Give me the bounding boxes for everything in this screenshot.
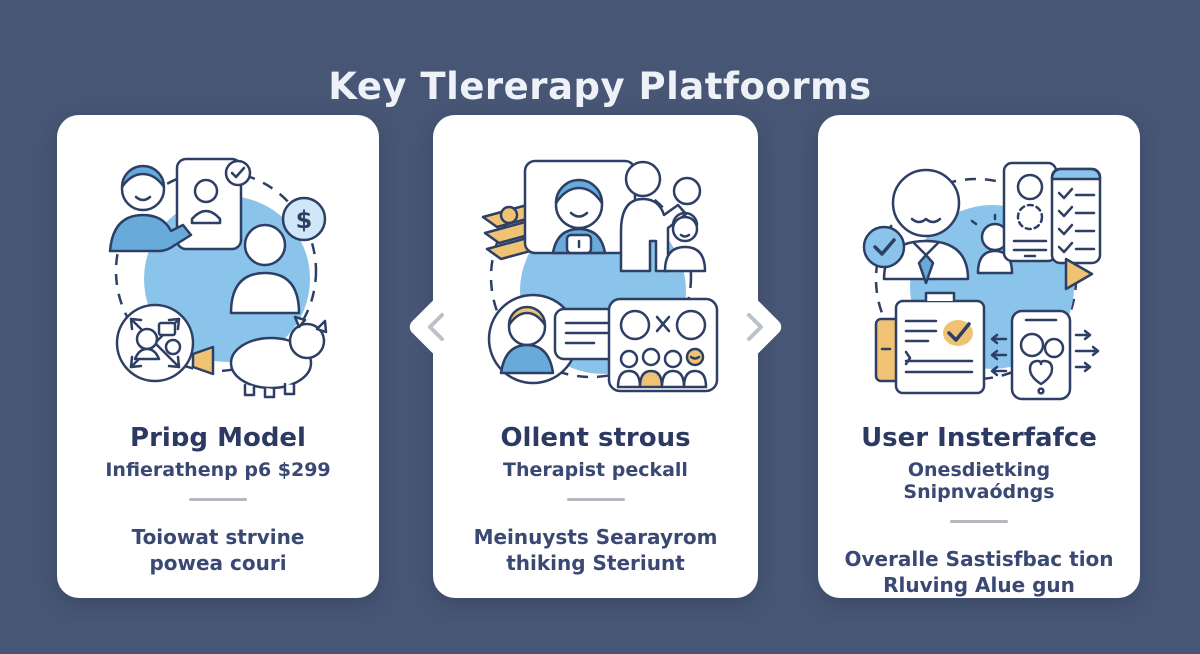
pricing-card-subtitle: Infierathenp p6 $299 [105, 459, 331, 481]
pricing-card-text: Priɒg Model Infierathenp p6 $299 Toiowat… [57, 423, 379, 577]
profile-list-card-icon [1002, 161, 1058, 263]
checklist-card-icon [1050, 167, 1102, 291]
video-session-expand-icon [115, 303, 195, 383]
group-session-panel-icon [607, 297, 718, 393]
divider [566, 498, 625, 501]
client-body-line2: thiking Steriunt [506, 551, 685, 576]
user-interface-illustration [862, 161, 1102, 401]
tablet-profile-icon [175, 157, 252, 251]
app-feedback-phone-icon [990, 309, 1100, 401]
card-pricing-model: $ [57, 115, 379, 598]
client-group-illustration [481, 159, 718, 393]
card-user-interface: User Insterfafce Onesdietking Snipnvaódn… [818, 115, 1140, 598]
chevron-right-icon[interactable] [732, 304, 778, 350]
client-card-title: Ollent strous [500, 423, 691, 453]
survey-clipboard-icon [874, 291, 986, 395]
chat-support-icon [487, 293, 644, 385]
interface-body-line2: Rluving Alue gun [883, 573, 1075, 598]
interface-body-line1: Overalle Sastisfbac tion [844, 547, 1114, 571]
video-call-frame-icon [523, 159, 636, 255]
interface-card-title: User Insterfafce [861, 423, 1097, 453]
client-card-text: Ollent strous Therapist peckall Meinuyst… [433, 423, 758, 577]
consultant-icon [882, 168, 970, 285]
therapist-icon [108, 164, 193, 253]
group-people-icon [619, 160, 706, 273]
pricing-card-title: Priɒg Model [130, 423, 306, 453]
dollar-symbol: $ [296, 206, 313, 234]
interface-illustration-box [854, 151, 1104, 401]
pricing-model-illustration: $ [108, 157, 328, 399]
client-card-subtitle: Therapist peckall [503, 459, 688, 481]
pricing-body-line1: Toiowat strvine [131, 525, 305, 549]
interface-card-subtitle: Onesdietking Snipnvaódngs [903, 459, 1055, 503]
check-badge-icon [862, 225, 906, 269]
interface-card-text: User Insterfafce Onesdietking Snipnvaódn… [818, 423, 1140, 599]
card-client-group: Ollent strous Therapist peckall Meinuyst… [406, 115, 785, 598]
piggy-bank-icon [191, 315, 328, 399]
client-icon [229, 223, 301, 315]
chevron-left-icon[interactable] [413, 304, 459, 350]
page-title: Key Tlererapy Platfoorms [328, 64, 872, 108]
dollar-coin-icon: $ [281, 196, 327, 242]
client-body-line1: Meinuysts Searayrom [473, 525, 718, 549]
divider [189, 498, 247, 501]
divider [950, 520, 1008, 523]
client-illustration-box [471, 151, 721, 401]
pricing-body-line2: powea couri [149, 551, 287, 576]
pricing-illustration-box: $ [93, 151, 343, 401]
